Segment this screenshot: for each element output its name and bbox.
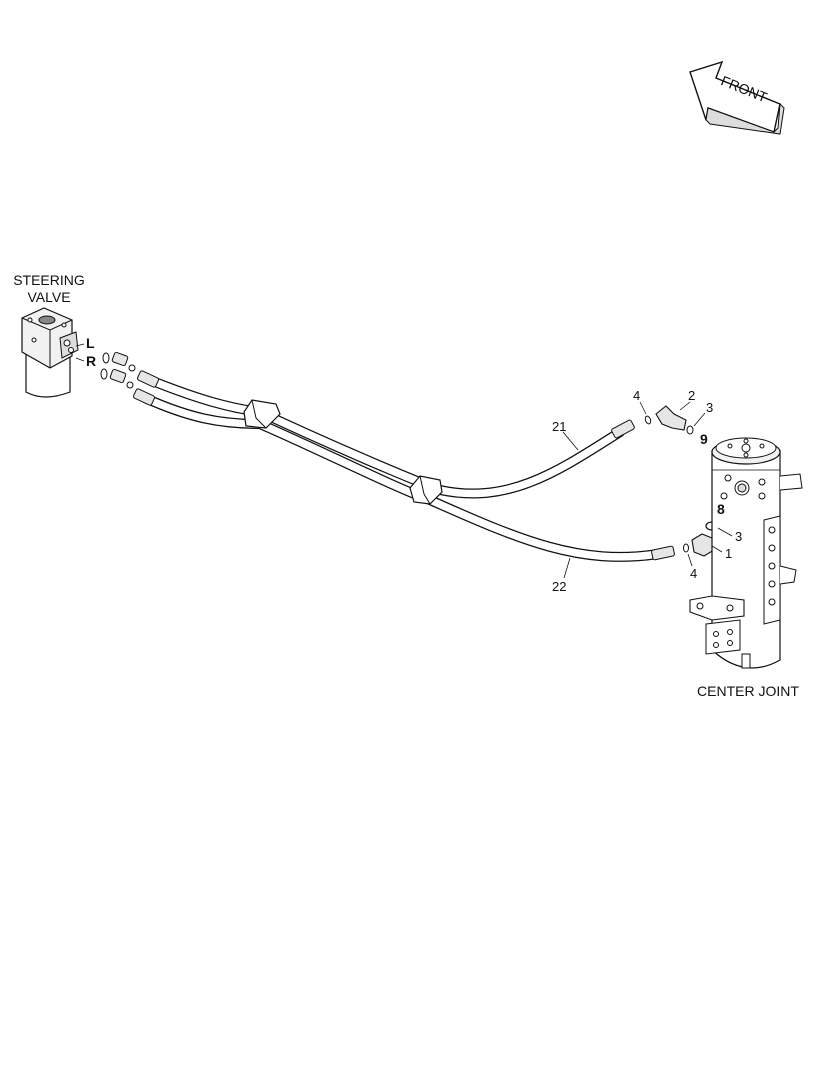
hose-22 <box>132 388 675 562</box>
steering-valve-label-line2: VALVE <box>27 289 70 305</box>
callout-3-bottom: 3 <box>735 529 742 544</box>
center-joint <box>689 437 803 669</box>
front-arrow-icon <box>689 60 785 135</box>
callout-1: 1 <box>725 546 732 561</box>
callout-4-top: 4 <box>633 388 640 403</box>
port-l-label: L <box>86 335 95 351</box>
steering-valve-label-line1: STEERING <box>13 272 85 288</box>
hose-21 <box>136 370 635 499</box>
callout-3-top: 3 <box>706 400 713 415</box>
port-9-label: 9 <box>700 431 708 447</box>
callout-21: 21 <box>552 419 566 434</box>
callout-22: 22 <box>552 579 566 594</box>
steering-valve-fittings <box>100 351 136 389</box>
port-8-label: 8 <box>717 501 725 517</box>
callout-4-bottom: 4 <box>690 566 697 581</box>
port-r-label: R <box>86 353 96 369</box>
steering-valve <box>21 307 79 398</box>
callout-2: 2 <box>688 388 695 403</box>
hose-clamp-right <box>409 475 443 505</box>
hose-clamp-left <box>243 399 281 429</box>
center-joint-label: CENTER JOINT <box>697 683 799 699</box>
upper-fittings <box>644 405 694 435</box>
